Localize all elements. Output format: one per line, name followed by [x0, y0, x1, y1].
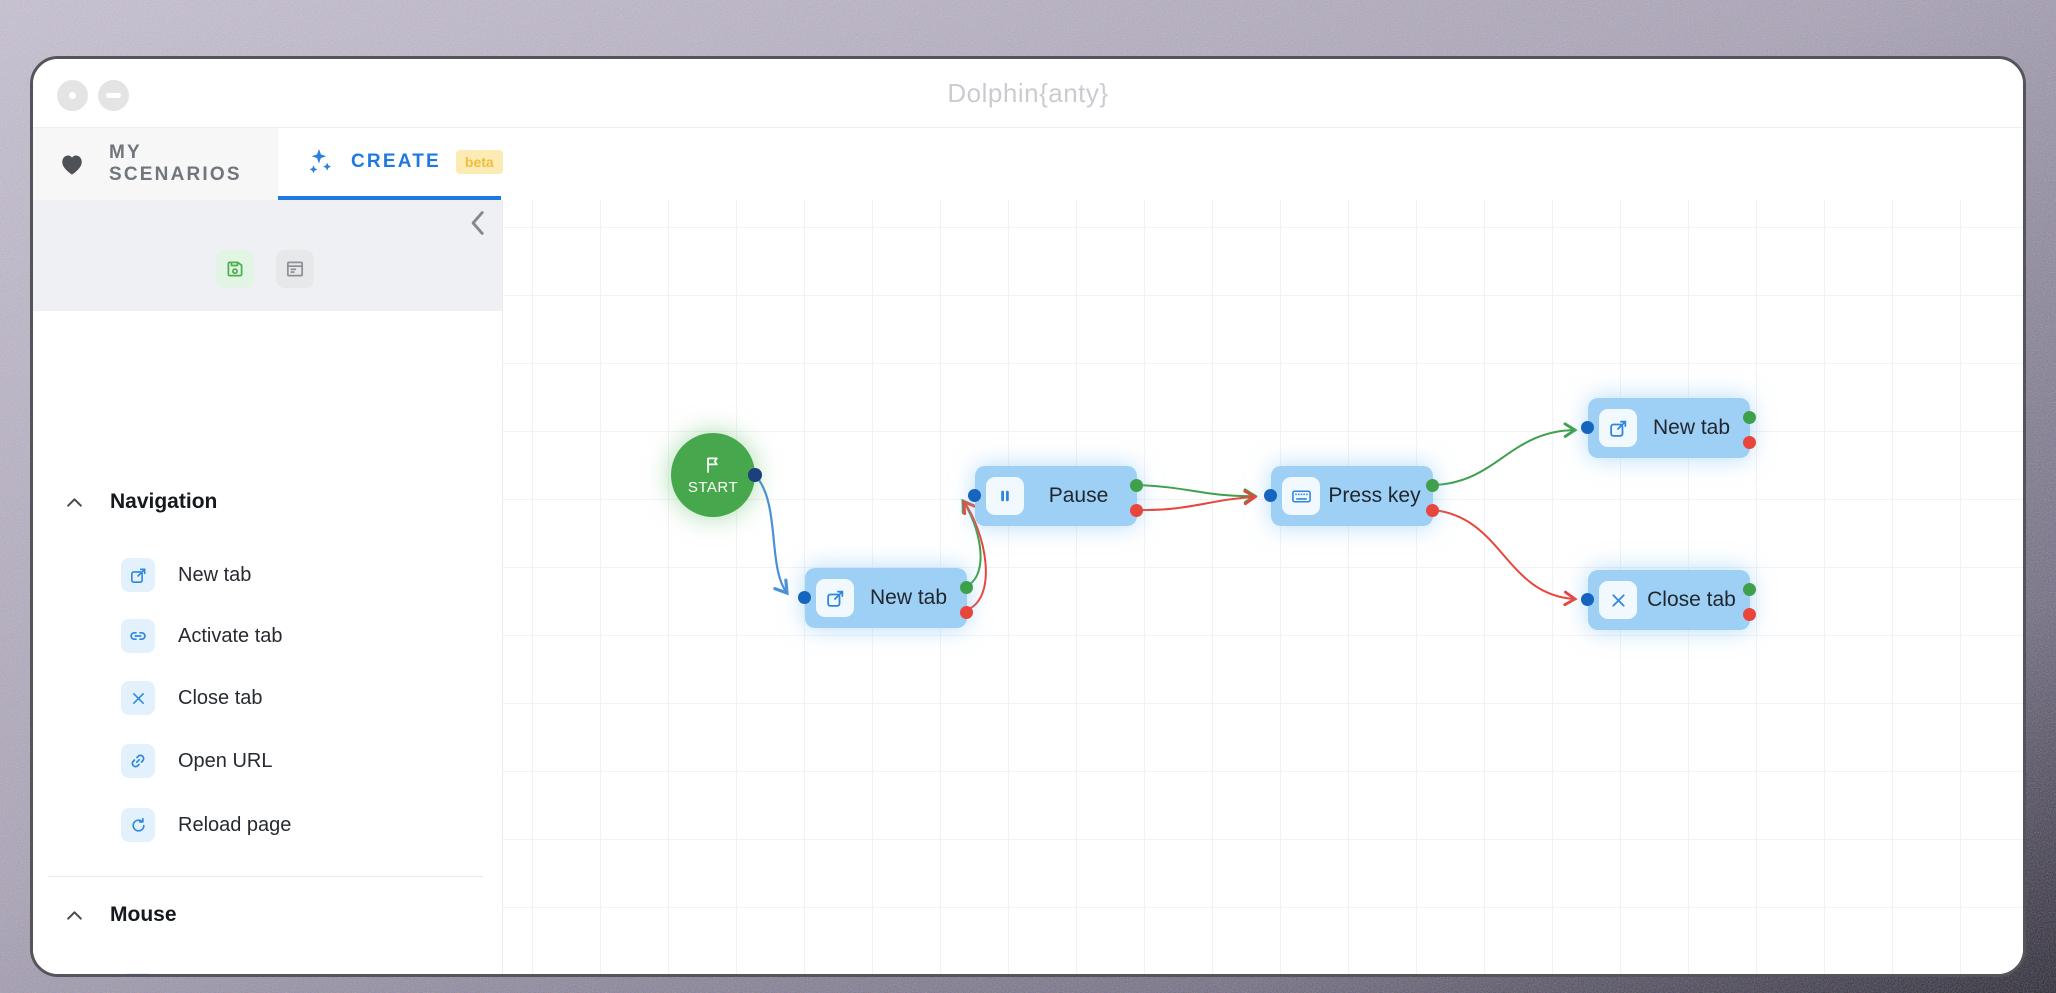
chevron-up-icon [67, 497, 82, 507]
edge-pause-ok-to-presskey [1136, 484, 1258, 504]
input-port[interactable] [798, 591, 811, 604]
titlebar: Dolphin{anty} [33, 59, 2023, 128]
error-port[interactable] [1130, 504, 1143, 517]
flow-node-label: Close tab [1647, 588, 1736, 611]
collapse-sidebar-button[interactable] [464, 210, 490, 236]
beta-badge: beta [455, 150, 503, 174]
success-port[interactable] [1743, 411, 1756, 424]
scenario-canvas[interactable] [503, 200, 2023, 974]
success-port[interactable] [1743, 583, 1756, 596]
error-port[interactable] [1743, 608, 1756, 621]
sidebar-item-activate-tab[interactable]: Activate tab [121, 619, 283, 653]
section-label: Mouse [110, 903, 177, 926]
section-divider [48, 876, 483, 877]
form-view-button[interactable] [276, 250, 314, 288]
sidebar-item-open-url[interactable]: Open URL [121, 744, 273, 778]
activate-tab-icon [121, 619, 155, 653]
press-key-icon [1282, 477, 1320, 515]
sidebar-item-close-tab[interactable]: Close tab [121, 681, 263, 715]
flow-node-label: New tab [1652, 416, 1731, 439]
sidebar-item-label: Open URL [178, 749, 273, 772]
sidebar-top-panel [33, 200, 502, 311]
edge-start-to-newtab [754, 474, 789, 596]
sidebar-item-click[interactable]: Click [121, 973, 221, 974]
sidebar-item-reload-page[interactable]: Reload page [121, 808, 291, 842]
new-tab-icon [816, 579, 854, 617]
chevron-up-icon [67, 910, 82, 920]
error-port[interactable] [1426, 504, 1439, 517]
close-tab-icon [121, 681, 155, 715]
sidebar-item-label: Close tab [178, 686, 263, 709]
click-icon [121, 973, 155, 974]
input-port[interactable] [1581, 421, 1594, 434]
input-port[interactable] [968, 489, 981, 502]
success-port[interactable] [1130, 479, 1143, 492]
start-node-label: START [687, 479, 739, 496]
tab-create-label: CREATE [351, 151, 441, 172]
flow-node-new-tab-2[interactable]: New tab [1581, 398, 1756, 458]
flow-node-label: New tab [869, 586, 948, 609]
sidebar-item-label: Activate tab [178, 624, 283, 647]
open-url-icon [121, 744, 155, 778]
save-scenario-button[interactable] [216, 250, 254, 288]
flow-node-close-tab[interactable]: Close tab [1581, 570, 1756, 630]
window-title: Dolphin{anty} [947, 78, 1109, 108]
flow-node-label: Press key [1328, 484, 1421, 507]
pause-icon [986, 477, 1024, 515]
input-port[interactable] [1264, 489, 1277, 502]
error-port[interactable] [960, 606, 973, 619]
new-tab-icon [121, 558, 155, 592]
tab-my-scenarios[interactable]: MY SCENARIOS [33, 128, 278, 200]
edge-presskey-ok-to-newtab [1432, 422, 1578, 486]
new-tab-icon [1599, 409, 1637, 447]
flow-edges [754, 422, 1578, 611]
start-node[interactable]: START [671, 433, 762, 517]
flow-node-label: Pause [1048, 484, 1109, 507]
sidebar-item-label: New tab [178, 563, 252, 586]
start-output-port[interactable] [748, 468, 762, 482]
section-mouse[interactable]: Mouse [66, 903, 177, 927]
section-label: Navigation [110, 490, 218, 513]
save-icon [227, 261, 243, 277]
flow-node-pause[interactable]: Pause [968, 466, 1143, 526]
tab-create[interactable]: CREATE beta [278, 128, 503, 200]
edge-pause-err-to-presskey [1136, 489, 1258, 512]
edge-newtab-err-to-pause [962, 499, 987, 611]
flag-icon [707, 457, 718, 473]
close-glyph [69, 92, 76, 99]
close-tab-icon [1599, 581, 1637, 619]
minimize-glyph [106, 93, 121, 98]
reload-page-icon [121, 808, 155, 842]
section-navigation[interactable]: Navigation [66, 490, 217, 514]
window-close-button[interactable] [57, 80, 88, 111]
success-port[interactable] [960, 581, 973, 594]
chevron-left-icon [471, 211, 484, 235]
sidebar-item-label: Reload page [178, 813, 292, 836]
sidebar-item-new-tab[interactable]: New tab [121, 558, 251, 592]
success-port[interactable] [1426, 479, 1439, 492]
flow-node-new-tab-1[interactable]: New tab [798, 568, 973, 628]
heart-icon [57, 149, 87, 179]
edge-presskey-err-to-closetab [1432, 509, 1578, 607]
input-port[interactable] [1581, 593, 1594, 606]
app-window: Dolphin{anty} MY SCENARIOS CREATE beta [30, 56, 2026, 977]
form-icon [286, 261, 304, 277]
actions-sidebar: Navigation New tab Activate tab Close ta… [33, 200, 503, 974]
tab-my-scenarios-label: MY SCENARIOS [109, 142, 242, 185]
error-port[interactable] [1743, 436, 1756, 449]
window-minimize-button[interactable] [98, 80, 129, 111]
sparkles-icon [306, 147, 336, 177]
flow-layer: START New tab Pause [33, 59, 2023, 974]
flow-node-press-key[interactable]: Press key [1264, 466, 1439, 526]
